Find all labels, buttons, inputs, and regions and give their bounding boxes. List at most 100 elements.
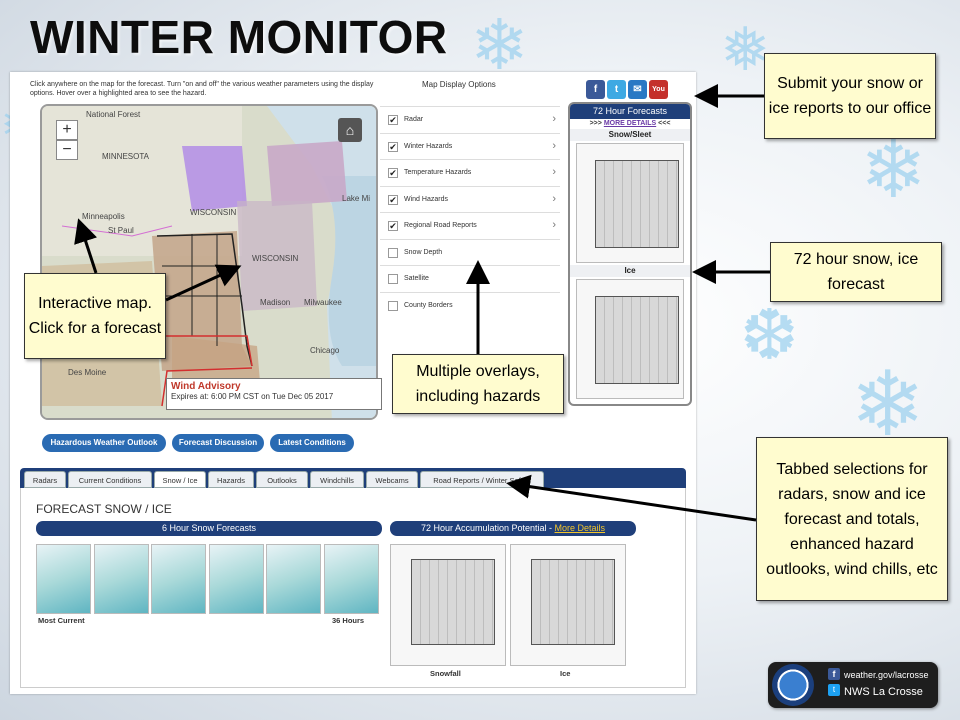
display-option-label: Satellite [404,275,429,282]
youtube-icon[interactable]: You [649,80,668,99]
display-option-label: Snow Depth [404,248,443,256]
checkbox[interactable] [388,274,398,284]
checkbox[interactable]: ✔ [388,115,398,125]
callout-interactive-map: Interactive map. Click for a forecast [24,273,166,359]
advisory-expiry: Expires at: 6:00 PM CST on Tue Dec 05 20… [171,392,334,401]
chevron-right-icon[interactable]: › [552,139,556,152]
section-title: FORECAST SNOW / ICE [36,502,172,516]
display-option-label: Temperature Hazards [404,169,472,176]
website-url: weather.gov/lacrosse [844,670,929,680]
chevron-right-icon[interactable]: › [552,192,556,205]
wind-advisory-popup[interactable]: Wind Advisory Expires at: 6:00 PM CST on… [166,378,382,410]
map-label: Madison [260,298,291,307]
checkbox[interactable]: ✔ [388,141,398,152]
office-name: NWS La Crosse [844,686,923,698]
checkbox[interactable] [388,300,398,311]
latest-conditions-button[interactable]: Latest Conditions [270,434,354,452]
snowfall-label: Snowfall [430,669,461,678]
snowflake-icon: ❆ [740,294,799,376]
accumulation-header: 72 Hour Accumulation Potential - More De… [390,521,636,536]
hazardous-weather-outlook-button[interactable]: Hazardous Weather Outlook [42,434,166,452]
tab-radars[interactable]: Radars [24,471,66,488]
snow-sleet-forecast-thumbnail[interactable] [576,143,684,263]
chevron-right-icon[interactable]: › [552,219,556,231]
display-option-label: Wind Hazards [404,195,448,203]
thumbnail-map [595,160,679,248]
thumbnail-map [531,559,615,645]
snowfall-accumulation-thumbnail[interactable] [390,544,506,666]
six-hour-snow-thumbnail[interactable] [36,544,91,614]
display-option-row[interactable]: County Borders [380,291,560,319]
facebook-icon: f [828,668,840,680]
map-label: Des Moine [68,368,107,377]
six-hour-snow-thumbnail[interactable] [151,544,206,614]
forecast-72h-panel: 72 Hour Forecasts >>> MORE DETAILS <<< S… [568,102,692,406]
tab-hazards[interactable]: Hazards [208,471,254,488]
six-hour-snow-header: 6 Hour Snow Forecasts [36,521,382,536]
tab-webcams[interactable]: Webcams [366,471,418,488]
display-option-row[interactable]: ✔ Temperature Hazards › [380,159,560,186]
tab-windchills[interactable]: Windchills [310,471,364,488]
display-option-row[interactable]: ✔ Wind Hazards › [380,185,560,213]
ice-accumulation-thumbnail[interactable] [510,544,626,666]
more-details-link[interactable]: MORE DETAILS [603,120,657,127]
display-option-label: Radar [404,116,424,123]
map-label: MINNESOTA [102,152,149,161]
zoom-out-button[interactable]: − [56,140,78,160]
accumulation-title: 72 Hour Accumulation Potential - [420,523,555,533]
snow-sleet-label: Snow/Sleet [570,129,690,141]
advisory-title: Wind Advisory [171,381,241,392]
home-icon[interactable]: ⌂ [338,118,362,142]
map-instructions: Click anywhere on the map for the foreca… [30,81,374,97]
checkbox[interactable] [388,247,398,258]
display-option-row[interactable]: ✔ Regional Road Reports › [380,212,560,239]
six-hour-snow-thumbnail[interactable] [266,544,321,614]
twitter-icon[interactable]: t [607,80,626,99]
website-screenshot: Click anywhere on the map for the foreca… [10,72,696,694]
more-details-link[interactable]: More Details [554,523,606,533]
thumbnail-map [411,559,495,645]
map-label: Minneapolis [82,212,125,221]
snowflake-icon: ❄ [850,352,926,457]
email-icon[interactable]: ✉ [628,80,647,99]
more-suffix: <<< [658,120,671,127]
hours-label: 36 Hours [332,616,365,625]
more-details-link-row[interactable]: >>> MORE DETAILS <<< [570,119,690,129]
map-label: WISCONSIN [252,254,299,263]
callout-72h-forecast: 72 hour snow, ice forecast [770,242,942,302]
map-label: St Paul [108,226,134,235]
ice-forecast-thumbnail[interactable] [576,279,684,399]
display-option-row[interactable]: ✔ Radar › [380,106,560,133]
checkbox[interactable]: ✔ [388,221,398,231]
display-option-row[interactable]: Snow Depth [380,238,560,266]
forecast-72h-header: 72 Hour Forecasts [570,104,690,119]
display-options-title: Map Display Options [422,80,496,89]
forecast-discussion-button[interactable]: Forecast Discussion [172,434,264,452]
tab-current-conditions[interactable]: Current Conditions [68,471,152,488]
map-label: Chicago [310,346,340,355]
chevron-right-icon[interactable]: › [552,166,556,178]
facebook-icon[interactable]: f [586,80,605,99]
checkbox[interactable]: ✔ [388,168,398,178]
display-option-label: Regional Road Reports [404,222,477,229]
callout-tabbed-selections: Tabbed selections for radars, snow and i… [756,437,948,601]
map-label: WISCONSIN [190,208,237,217]
zoom-in-button[interactable]: + [56,120,78,140]
snowflake-icon: ❅ [720,15,771,85]
snowflake-icon: ❄ [470,4,529,86]
six-hour-snow-thumbnail[interactable] [323,544,379,614]
six-hour-snow-thumbnail[interactable] [93,544,149,614]
page-title: WINTER MONITOR [30,11,448,63]
nws-seal-icon [772,664,814,706]
display-option-row[interactable]: ✔Winter Hazards› [380,132,560,160]
tab-outlooks[interactable]: Outlooks [256,471,308,488]
checkbox[interactable]: ✔ [388,194,398,205]
more-prefix: >>> [589,120,602,127]
map-label: Milwaukee [304,298,342,307]
display-option-label: County Borders [404,301,453,309]
six-hour-snow-thumbnail[interactable] [208,544,264,614]
chevron-right-icon[interactable]: › [552,113,556,125]
tab-snow-ice[interactable]: Snow / Ice [154,471,206,488]
ice-label: Ice [560,669,571,678]
